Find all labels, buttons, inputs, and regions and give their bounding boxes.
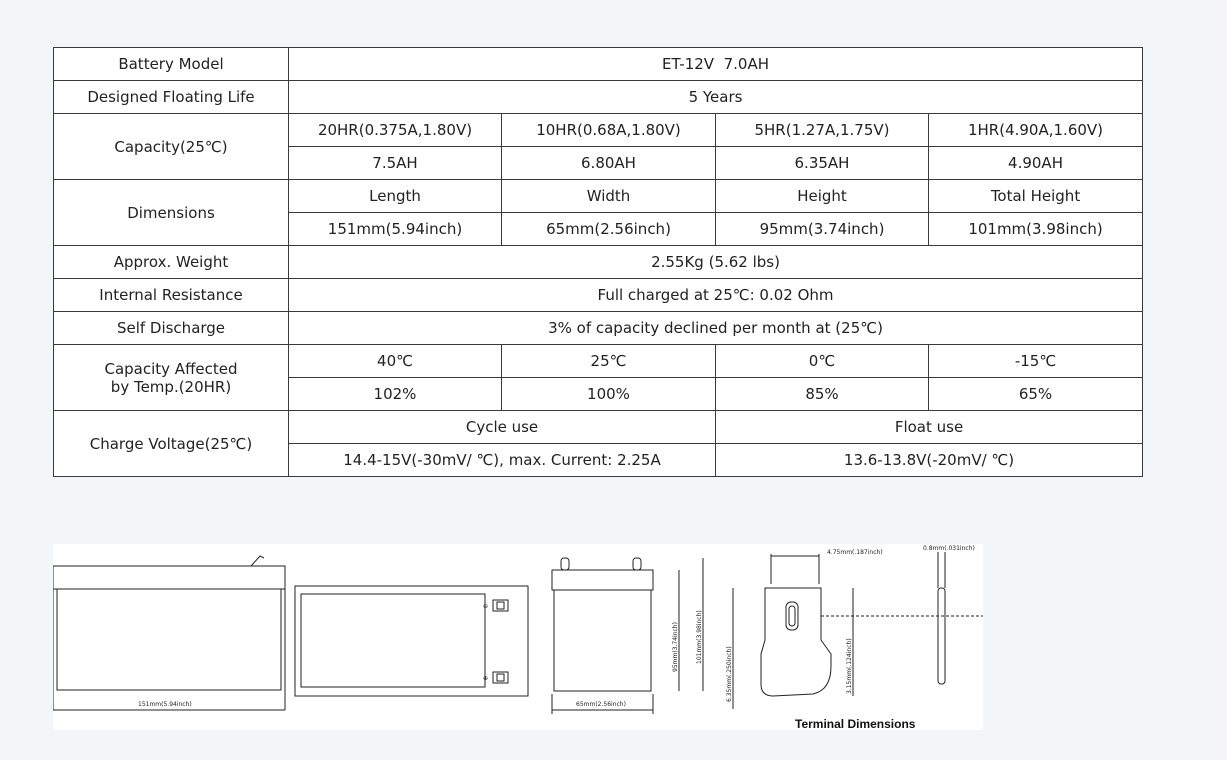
dimensions-header: Height [715, 179, 929, 213]
negative-terminal-symbol: ⊖ [483, 603, 488, 610]
top-view-outline [294, 585, 529, 697]
terminal-height-label: 6.35mm(.250inch) [726, 646, 733, 702]
temp-value: 85% [715, 377, 929, 411]
width-label: 65mm(2.56inch) [576, 701, 626, 708]
dimensions-value: 95mm(3.74inch) [715, 212, 929, 246]
top-view-panel [300, 593, 486, 688]
row-resistance: Internal Resistance Full charged at 25℃:… [53, 278, 1144, 312]
cycle-use-value: 14.4-15V(-30mV/ ℃), max. Current: 2.25A [288, 443, 716, 477]
positive-terminal-symbol: ⊕ [483, 675, 488, 682]
row-battery-model: Battery Model ET-12V 7.0AH [53, 47, 1144, 81]
positive-terminal-inner [496, 673, 505, 682]
dimensions-value: 65mm(2.56inch) [501, 212, 716, 246]
floating-life-value: 5 Years [287, 80, 1144, 114]
terminal-hole-outer [785, 601, 799, 631]
battery-spec-table: Battery Model ET-12V 7.0AH Designed Floa… [53, 47, 1144, 477]
capacity-label: Capacity(25℃) [53, 113, 289, 180]
dimensions-header: Length [288, 179, 502, 213]
temp-label-line2: by Temp.(20HR) [110, 377, 232, 396]
positive-terminal [492, 671, 509, 684]
top-view-drawing: ⊖ ⊕ [294, 585, 529, 697]
battery-model-value: ET-12V 7.0AH [287, 47, 1144, 81]
temp-header: 25℃ [501, 344, 716, 378]
dimensions-header: Total Height [927, 179, 1144, 213]
terminal-hole-label: 3.15mm(.124inch) [846, 638, 853, 694]
row-capacity-headers: Capacity(25℃) 20HR(0.375A,1.80V) 10HR(0.… [53, 113, 1144, 180]
length-label: 151mm(5.94inch) [138, 701, 192, 708]
dimensions-value: 151mm(5.94inch) [288, 212, 502, 246]
terminal-detail-drawing: 4.75mm(.187inch) 6.35mm(.250inch) 3.15mm… [726, 545, 983, 730]
negative-terminal [492, 599, 509, 612]
height-label: 95mm(3.74inch) [672, 622, 679, 672]
row-temp-values: 102% 100% 85% 65% [54, 377, 1144, 411]
temp-header: 0℃ [715, 344, 929, 378]
terminal-dimensions-title: Terminal Dimensions [795, 717, 916, 730]
row-dimensions-headers: Dimensions Length Width Height Total Hei… [53, 179, 1144, 246]
terminal-thickness-label: 0.8mm(.031inch) [923, 545, 975, 552]
front-view-lid [551, 569, 654, 591]
front-view-body [553, 589, 652, 692]
battery-dimension-drawings: 151mm(5.94inch) ⊖ ⊕ 65mm(2.56inch) 95mm(… [53, 544, 983, 730]
charge-voltage-label: Charge Voltage(25℃) [53, 410, 289, 477]
capacity-header: 20HR(0.375A,1.80V) [288, 113, 502, 147]
cycle-use-label: Cycle use [288, 410, 716, 444]
side-view-terminal [250, 555, 265, 567]
terminal-plate [760, 587, 832, 697]
row-weight: Approx. Weight 2.55Kg (5.62 lbs) [53, 245, 1144, 279]
float-use-value: 13.6-13.8V(-20mV/ ℃) [714, 443, 1144, 477]
front-terminal-right [632, 557, 642, 571]
terminal-width-label: 4.75mm(.187inch) [827, 549, 883, 556]
dimensions-header: Width [501, 179, 716, 213]
capacity-header: 1HR(4.90A,1.60V) [927, 113, 1144, 147]
self-discharge-value: 3% of capacity declined per month at (25… [287, 311, 1144, 345]
side-view-body [56, 588, 282, 691]
capacity-header: 10HR(0.68A,1.80V) [501, 113, 716, 147]
row-charge-headers: Charge Voltage(25℃) Cycle use Float use [53, 410, 1144, 477]
temp-value: 100% [501, 377, 716, 411]
front-view-drawing: 65mm(2.56inch) 95mm(3.74inch) 101mm(3.98… [551, 557, 704, 714]
capacity-value: 7.5AH [288, 146, 502, 180]
negative-terminal-inner [496, 601, 505, 610]
capacity-header: 5HR(1.27A,1.75V) [715, 113, 929, 147]
front-terminal-left [560, 557, 570, 571]
resistance-value: Full charged at 25℃: 0.02 Ohm [287, 278, 1144, 312]
side-view-drawing: 151mm(5.94inch) [53, 555, 286, 711]
capacity-value: 6.80AH [501, 146, 716, 180]
weight-label: Approx. Weight [53, 245, 289, 279]
row-self-discharge: Self Discharge 3% of capacity declined p… [53, 311, 1144, 345]
temp-header: -15℃ [927, 344, 1144, 378]
row-temp-headers: Capacity Affected by Temp.(20HR) 40℃ 25℃… [53, 344, 1144, 411]
temp-capacity-label: Capacity Affected by Temp.(20HR) [53, 344, 289, 411]
capacity-value: 4.90AH [927, 146, 1144, 180]
weight-value: 2.55Kg (5.62 lbs) [287, 245, 1144, 279]
floating-life-label: Designed Floating Life [53, 80, 289, 114]
side-view-lid [53, 565, 286, 590]
drawing-canvas: 151mm(5.94inch) ⊖ ⊕ 65mm(2.56inch) 95mm(… [53, 545, 983, 730]
dimensions-label: Dimensions [53, 179, 289, 246]
row-floating-life: Designed Floating Life 5 Years [53, 80, 1144, 114]
row-capacity-values: 7.5AH 6.80AH 6.35AH 4.90AH [54, 146, 1144, 180]
dimensions-value: 101mm(3.98inch) [927, 212, 1144, 246]
temp-value: 102% [288, 377, 502, 411]
total-height-label: 101mm(3.98inch) [696, 610, 703, 664]
temp-label-line1: Capacity Affected [104, 359, 238, 378]
terminal-hole-inner [788, 605, 796, 627]
terminal-side-view [937, 587, 946, 685]
self-discharge-label: Self Discharge [53, 311, 289, 345]
row-dimensions-values: 151mm(5.94inch) 65mm(2.56inch) 95mm(3.74… [54, 212, 1144, 246]
row-charge-values: 14.4-15V(-30mV/ ℃), max. Current: 2.25A … [54, 443, 1144, 477]
float-use-label: Float use [714, 410, 1144, 444]
resistance-label: Internal Resistance [53, 278, 289, 312]
temp-header: 40℃ [288, 344, 502, 378]
capacity-value: 6.35AH [715, 146, 929, 180]
temp-value: 65% [927, 377, 1144, 411]
battery-model-label: Battery Model [53, 47, 289, 81]
